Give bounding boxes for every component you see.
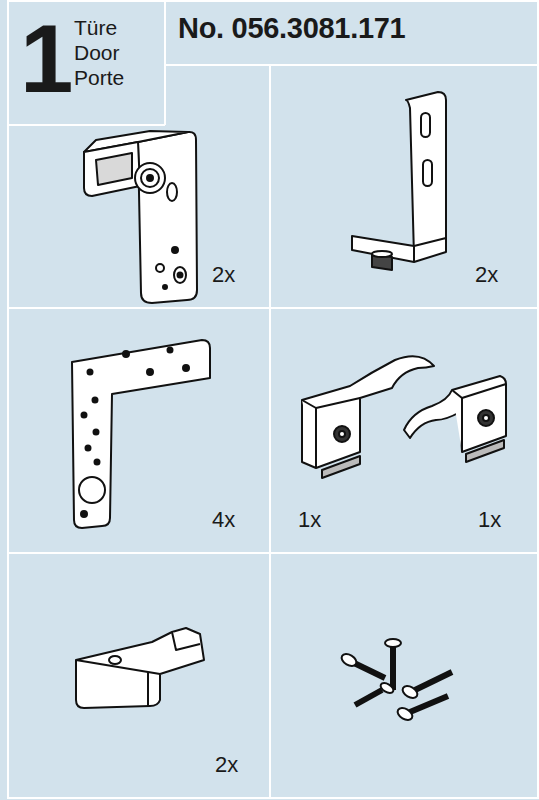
guide-bracket-stroke xyxy=(406,92,446,256)
screws-stroke xyxy=(352,662,385,678)
roller-bracket-stroke xyxy=(135,163,165,193)
grid-lines-stroke xyxy=(165,64,538,66)
grid-lines-stroke xyxy=(8,1,538,798)
grid-lines-stroke xyxy=(8,124,165,126)
hook-glide-right-stroke xyxy=(478,410,494,426)
screws-stroke xyxy=(415,672,452,690)
hook-glide-right xyxy=(404,376,506,462)
grid-lines-stroke xyxy=(269,65,271,798)
hook-glide-left-stroke xyxy=(339,431,345,437)
guide-bracket xyxy=(352,92,446,270)
roller-bracket-stroke xyxy=(138,132,197,303)
set-label: Türe Door Porte xyxy=(74,15,154,90)
screws-stroke xyxy=(355,690,382,705)
guide-bracket-stroke xyxy=(423,160,432,186)
roller-bracket-stroke xyxy=(156,264,164,272)
roller-bracket-stroke xyxy=(84,142,140,196)
screws-stroke xyxy=(396,706,415,723)
set-number: 1 xyxy=(20,9,73,109)
set-box: 1Türe Door Porte xyxy=(8,1,165,125)
screws-stroke xyxy=(385,639,401,647)
guide-bracket-stroke xyxy=(421,113,430,137)
quantity-label: 2x xyxy=(212,262,235,288)
hook-glide-left-stroke xyxy=(302,400,316,468)
mounting-plate-stroke xyxy=(95,460,100,465)
article-number: No. 056.3081.171 xyxy=(178,12,405,45)
guide-bracket-stroke xyxy=(372,251,392,257)
mounting-plate-stroke xyxy=(168,348,173,353)
roller-bracket xyxy=(84,131,197,303)
screws-stroke xyxy=(390,645,396,690)
glide-block xyxy=(76,628,204,708)
mounting-plate-stroke xyxy=(79,477,105,503)
quantity-label: 4x xyxy=(212,507,235,533)
roller-bracket-stroke xyxy=(163,285,167,289)
hook-glide-right-stroke xyxy=(462,384,506,398)
guide-bracket-stroke xyxy=(413,246,415,262)
glide-block-stroke xyxy=(147,672,149,706)
hook-glide-right-stroke xyxy=(404,376,506,452)
mounting-plate-stroke xyxy=(88,370,93,375)
roller-bracket-stroke xyxy=(172,247,178,253)
mounting-plate-stroke xyxy=(82,413,87,418)
quantity-label: 1x xyxy=(478,507,501,533)
grid-lines-stroke xyxy=(8,552,538,554)
hook-glide-left-stroke xyxy=(334,426,350,442)
roller-bracket-stroke xyxy=(167,183,177,201)
roller-bracket-stroke xyxy=(147,175,153,181)
screws-stroke xyxy=(401,684,420,701)
mounting-plate-stroke xyxy=(123,351,129,357)
roller-bracket-stroke xyxy=(141,169,159,187)
roller-bracket-stroke xyxy=(174,267,186,283)
hook-glide-left-stroke xyxy=(322,456,360,478)
screws-stroke xyxy=(410,696,448,712)
mounting-plate-stroke xyxy=(147,369,153,375)
quantity-label: 1x xyxy=(298,507,321,533)
mounting-plate-stroke xyxy=(183,365,189,371)
hook-glide-right-stroke xyxy=(452,390,462,452)
grid-lines-stroke xyxy=(164,1,166,125)
mounting-plate-stroke xyxy=(86,446,91,451)
glide-block-stroke xyxy=(76,628,204,708)
screws-stroke xyxy=(340,652,359,669)
mounting-plate-stroke xyxy=(94,430,99,435)
hook-glide-left-stroke xyxy=(302,356,434,468)
quantity-label: 2x xyxy=(215,752,238,778)
roller-bracket-stroke xyxy=(178,273,183,278)
mounting-plate-stroke xyxy=(72,340,210,528)
guide-bracket-stroke xyxy=(351,236,353,250)
roller-bracket-stroke xyxy=(96,153,132,185)
guide-bracket-stroke xyxy=(352,236,446,262)
mounting-plate xyxy=(72,340,210,528)
glide-block-stroke xyxy=(109,656,121,664)
mounting-plate-stroke xyxy=(81,511,87,517)
grid-lines xyxy=(8,1,538,798)
glide-block-stroke xyxy=(172,632,200,650)
hook-glide-right-stroke xyxy=(466,440,504,462)
screws-stroke xyxy=(379,681,395,695)
mounting-plate-stroke xyxy=(93,398,98,403)
hook-glide-right-stroke xyxy=(483,415,489,421)
quantity-label: 2x xyxy=(475,262,498,288)
screws xyxy=(340,639,452,722)
hook-glide-left-stroke xyxy=(316,398,360,408)
grid-lines-stroke xyxy=(8,307,538,309)
